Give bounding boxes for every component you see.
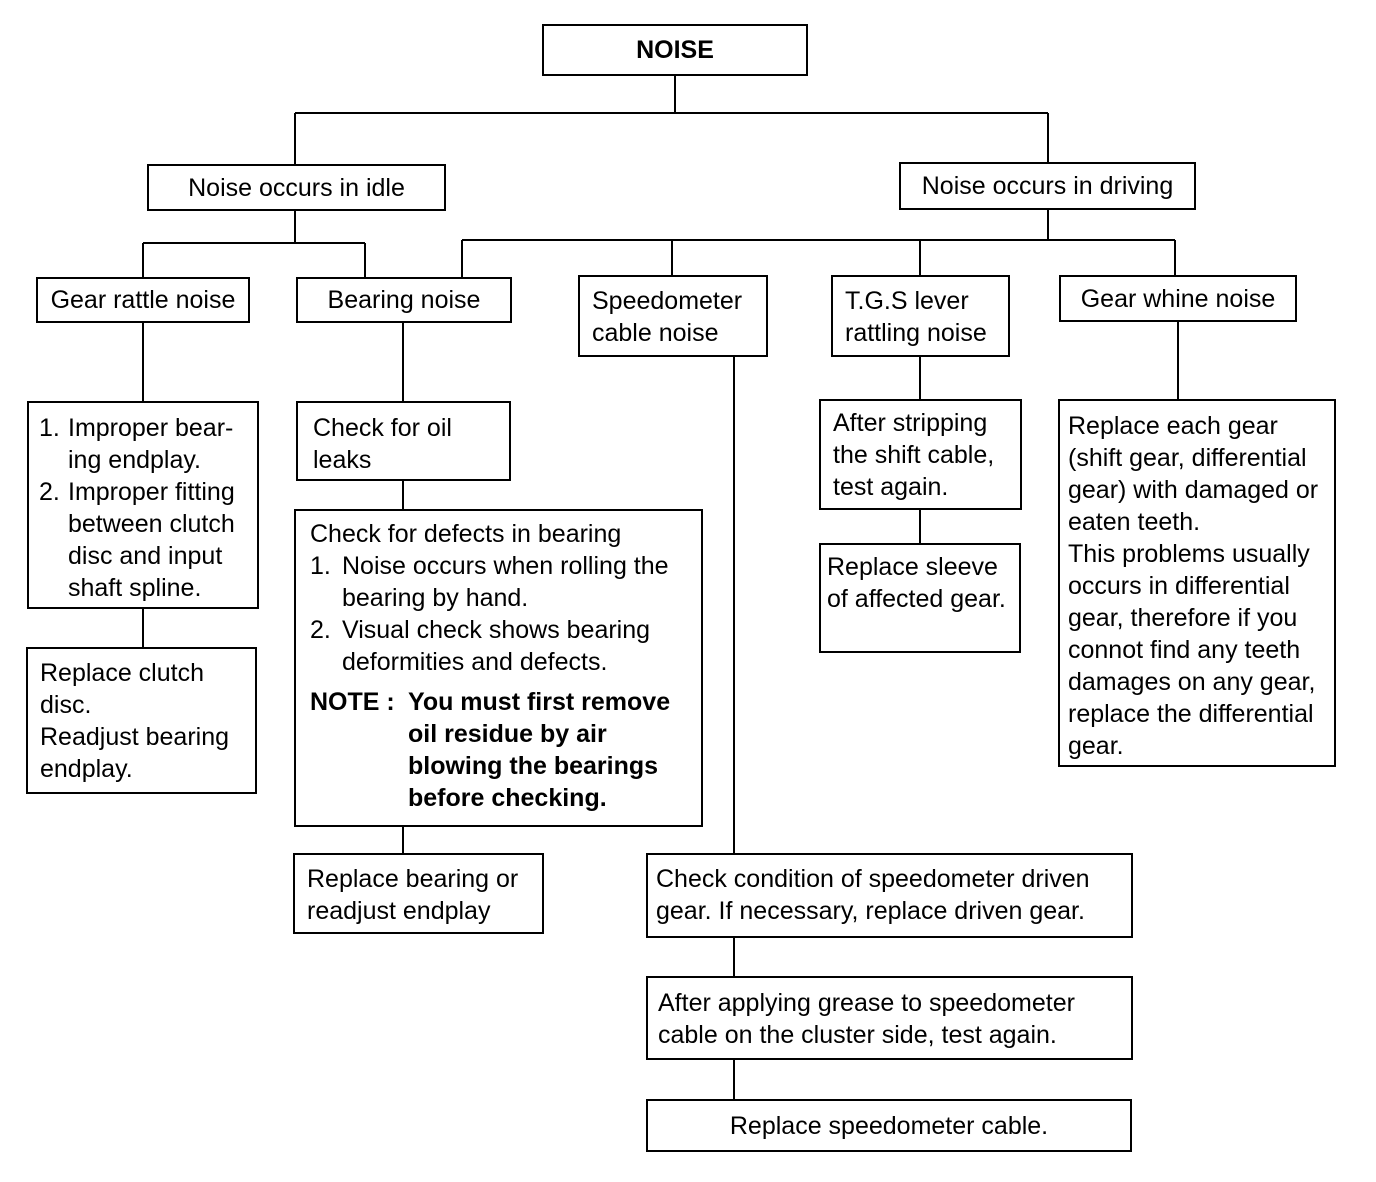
replace-speedometer-cable-box: Replace speedometer cable.: [646, 1099, 1132, 1152]
defect-item: 2. Visual check shows bearing deformitie…: [310, 614, 693, 678]
gear-rattle-fix-box: Replace clutch disc. Readjust bearing en…: [26, 647, 257, 794]
gear-whine-label: Gear whine noise: [1080, 284, 1276, 313]
defect-number: 1.: [310, 552, 331, 580]
apply-grease-text: After applying grease to speedometer cab…: [658, 989, 1075, 1049]
gear-rattle-cause-item: 1. Improper bear-ing endplay.: [39, 412, 257, 476]
tgs-lever-noise-box: T.G.S lever rattling noise: [831, 275, 1010, 357]
speedometer-label: Speedometer cable noise: [592, 287, 743, 347]
cause-number: 1.: [39, 414, 60, 442]
check-oil-leaks-box: Check for oil leaks: [296, 401, 511, 481]
gear-rattle-noise-box: Gear rattle noise: [36, 277, 250, 323]
defect-text: Visual check shows bearing deformities a…: [342, 616, 651, 676]
apply-grease-box: After applying grease to speedometer cab…: [646, 976, 1133, 1060]
gear-rattle-label: Gear rattle noise: [50, 286, 236, 314]
note-text: You must first remove oil residue by air…: [408, 688, 671, 812]
replace-gear-box: Replace each gear (shift gear, different…: [1058, 399, 1336, 767]
note-block: NOTE : You must first remove oil residue…: [310, 686, 693, 814]
differential-note-text: This problems usually occurs in differen…: [1068, 540, 1316, 760]
replace-gear-text: Replace each gear (shift gear, different…: [1068, 412, 1319, 536]
gear-whine-noise-box: Gear whine noise: [1059, 275, 1297, 322]
strip-shift-cable-text: After stripping the shift cable, test ag…: [833, 409, 995, 501]
defect-item: 1. Noise occurs when rolling the bearing…: [310, 550, 693, 614]
gear-rattle-cause-item: 2. Improper fitting between clutch disc …: [39, 476, 257, 604]
defect-number: 2.: [310, 616, 331, 644]
bearing-noise-box: Bearing noise: [296, 277, 512, 323]
tgs-label: T.G.S lever rattling noise: [845, 287, 987, 347]
check-driven-gear-box: Check condition of speedometer driven ge…: [646, 853, 1133, 938]
check-oil-leaks-text: Check for oil leaks: [313, 414, 452, 474]
bearing-label: Bearing noise: [327, 286, 481, 314]
idle-noise-box: Noise occurs in idle: [147, 164, 446, 211]
driving-label: Noise occurs in driving: [921, 172, 1174, 200]
strip-shift-cable-box: After stripping the shift cable, test ag…: [819, 399, 1022, 510]
replace-sleeve-box: Replace sleeve of affected gear.: [819, 543, 1021, 653]
replace-sleeve-text: Replace sleeve of affected gear.: [827, 553, 1006, 613]
cause-text: Improper bear-ing endplay.: [68, 414, 234, 474]
gear-rattle-causes-box: 1. Improper bear-ing endplay. 2. Imprope…: [27, 401, 259, 609]
defect-text: Noise occurs when rolling the bearing by…: [342, 552, 669, 612]
driving-noise-box: Noise occurs in driving: [899, 162, 1196, 210]
check-bearing-defects-box: Check for defects in bearing 1. Noise oc…: [294, 509, 703, 827]
root-noise-box: NOISE: [542, 24, 808, 76]
replace-speedometer-cable-text: Replace speedometer cable.: [729, 1111, 1049, 1140]
idle-label: Noise occurs in idle: [188, 173, 405, 202]
fix-line: Replace clutch disc.: [40, 659, 204, 719]
fix-line: Readjust bearing endplay.: [40, 723, 230, 783]
root-label: NOISE: [636, 36, 714, 64]
replace-bearing-box: Replace bearing or readjust endplay: [293, 853, 544, 934]
check-driven-gear-text: Check condition of speedometer driven ge…: [656, 865, 1090, 925]
replace-bearing-text: Replace bearing or readjust endplay: [307, 865, 519, 925]
note-label: NOTE :: [310, 688, 395, 716]
defects-title: Check for defects in bearing: [310, 520, 622, 548]
cause-text: Improper fitting between clutch disc and…: [68, 478, 235, 602]
speedometer-cable-noise-box: Speedometer cable noise: [578, 275, 768, 357]
cause-number: 2.: [39, 478, 60, 506]
